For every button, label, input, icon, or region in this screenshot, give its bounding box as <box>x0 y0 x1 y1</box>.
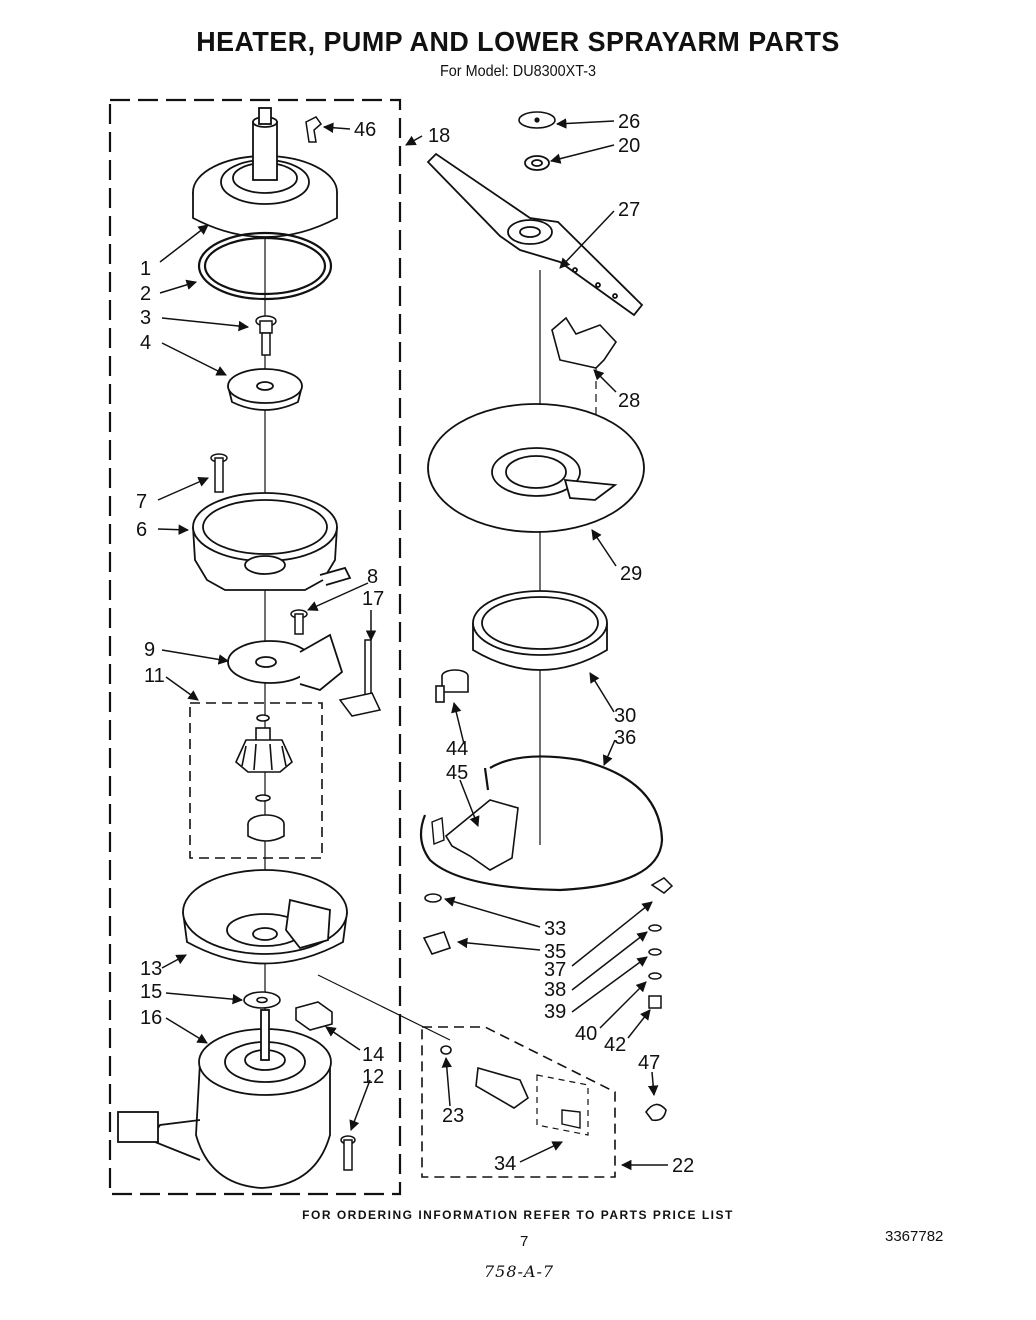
callout-34: 34 <box>494 1153 516 1175</box>
callout-28: 28 <box>618 390 640 412</box>
callout-46: 46 <box>354 119 376 141</box>
callout-8: 8 <box>367 566 378 588</box>
callout-45: 45 <box>446 762 468 784</box>
callout-14: 14 <box>362 1044 384 1066</box>
callout-6: 6 <box>136 519 147 541</box>
callout-22: 22 <box>672 1155 694 1177</box>
callout-35: 35 <box>544 941 566 963</box>
document-number: 3367782 <box>885 1228 944 1245</box>
callout-11: 11 <box>144 665 165 687</box>
part-45-terminal <box>431 817 445 845</box>
handwritten-reference: 758-A-7 <box>484 1262 555 1281</box>
part-4-cap <box>227 368 303 411</box>
part-47-clip <box>645 1103 667 1122</box>
part-7-screw <box>210 453 228 493</box>
callout-3: 3 <box>140 307 151 329</box>
part-46-clip <box>305 116 323 143</box>
part-29-plate <box>427 403 645 533</box>
part-23-sensor <box>440 1045 529 1109</box>
callout-44: 44 <box>446 738 468 760</box>
callout-40: 40 <box>575 1023 597 1045</box>
callout-36: 36 <box>614 727 636 749</box>
part-11-impeller-assembly <box>235 714 293 842</box>
part-9-plate <box>227 633 344 691</box>
hardware-stack <box>648 877 674 1009</box>
callout-15: 15 <box>140 981 162 1003</box>
model-subtitle: For Model: DU8300XT-3 <box>439 63 597 80</box>
part-28-deflector <box>551 316 618 369</box>
assembly-22-dashed-box <box>421 1026 616 1178</box>
assembly-34-dashed-outline <box>536 1074 589 1136</box>
callout-29: 29 <box>620 563 642 585</box>
part-34-clip <box>561 1109 581 1129</box>
callout-7: 7 <box>136 491 147 513</box>
part-16-motor <box>117 1009 332 1189</box>
assembly-18-dashed-box <box>108 98 402 1196</box>
part-8-screw <box>290 609 308 635</box>
callout-33: 33 <box>544 918 566 940</box>
part-3-screw <box>255 315 277 356</box>
callout-16: 16 <box>140 1007 162 1029</box>
part-30-ring <box>472 590 608 671</box>
heater-leader-line <box>317 974 451 1041</box>
callout-26: 26 <box>618 111 640 133</box>
part-17-rod <box>338 639 382 717</box>
part-35-bracket <box>422 931 452 955</box>
part-20-washer <box>524 155 550 171</box>
part-12-screw <box>340 1135 356 1171</box>
part-44-thermostat <box>435 669 469 703</box>
diagram-title: HEATER, PUMP AND LOWER SPRAYARM PARTS <box>196 26 840 57</box>
callout-2: 2 <box>140 283 151 305</box>
callout-18: 18 <box>428 125 450 147</box>
page-number: 7 <box>520 1233 529 1250</box>
ordering-info-note: FOR ORDERING INFORMATION REFER TO PARTS … <box>302 1208 734 1222</box>
part-45-bracket <box>444 799 519 871</box>
callout-38: 38 <box>544 979 566 1001</box>
callout-4: 4 <box>140 332 151 354</box>
part-33-nut <box>424 893 442 903</box>
callout-27: 27 <box>618 199 640 221</box>
callout-30: 30 <box>614 705 636 727</box>
part-6-pump-housing <box>192 492 352 591</box>
callout-20: 20 <box>618 135 640 157</box>
callout-1: 1 <box>140 258 151 280</box>
part-15-washer <box>243 991 281 1009</box>
callout-23: 23 <box>442 1105 464 1127</box>
callout-39: 39 <box>544 1001 566 1023</box>
callout-arrows <box>157 118 668 1171</box>
part-14-block <box>295 1001 333 1031</box>
callout-9: 9 <box>144 639 155 661</box>
callout-17: 17 <box>362 588 384 610</box>
part-13-motor-mount <box>182 869 348 965</box>
part-36-heater-element <box>419 755 664 892</box>
part-1-pump-cover <box>192 107 338 238</box>
callout-12: 12 <box>362 1066 384 1088</box>
part-27-spray-arm <box>426 152 644 317</box>
callout-42: 42 <box>604 1034 626 1056</box>
callout-47: 47 <box>638 1052 660 1074</box>
part-2-o-ring <box>197 231 333 301</box>
part-26-cap <box>518 111 556 129</box>
callout-37: 37 <box>544 959 566 981</box>
callout-13: 13 <box>140 958 162 980</box>
assembly-11-dashed-box <box>189 702 323 859</box>
